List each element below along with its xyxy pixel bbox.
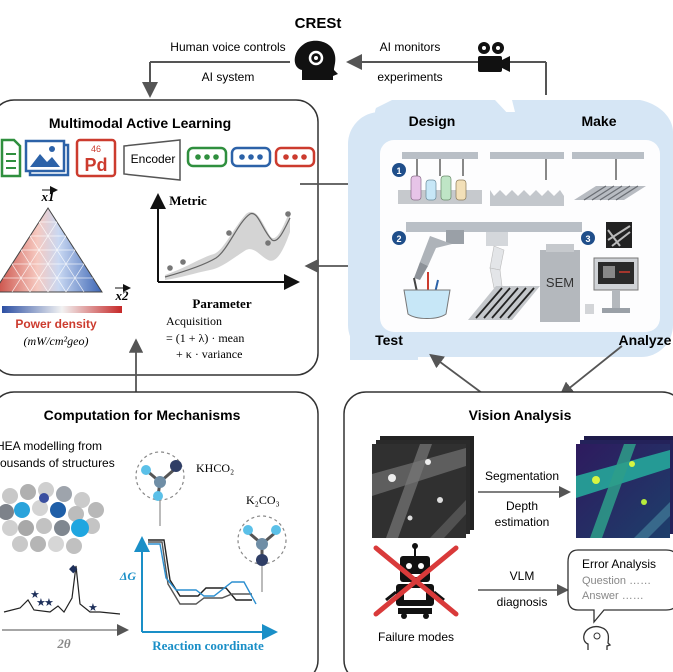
robot-arm-icon bbox=[414, 230, 464, 280]
second-robot-arm-icon bbox=[486, 232, 508, 289]
make-label: Make bbox=[581, 113, 616, 129]
colorbar bbox=[2, 306, 122, 313]
pd-number: 46 bbox=[91, 144, 101, 154]
khco2-label: KHCO₂ bbox=[196, 461, 234, 475]
unit-label: (mW/cm²geo) bbox=[24, 334, 89, 348]
failure-modes-label: Failure modes bbox=[378, 630, 454, 644]
acquisition-label: Acquisition bbox=[166, 314, 222, 328]
segmentation-image-stack bbox=[576, 436, 673, 538]
step-1-number: 1 bbox=[396, 166, 401, 176]
electrochemical-cell-icon bbox=[403, 272, 451, 319]
arrow-analyze-to-vision bbox=[559, 345, 623, 397]
experiments-label: experiments bbox=[377, 70, 442, 84]
step-3-badge bbox=[581, 231, 595, 245]
svg-text:★: ★ bbox=[36, 597, 46, 609]
vlm-label: VLM bbox=[510, 569, 535, 583]
hea-line2: thousands of structures bbox=[0, 456, 115, 470]
x1-label: x1 bbox=[41, 189, 55, 204]
reaction-coordinate-label: Reaction coordinate bbox=[152, 638, 264, 653]
k2co3-molecule-icon bbox=[237, 515, 287, 566]
segmentation-label: Segmentation bbox=[485, 469, 559, 483]
acquisition-formula-line3: + κ · variance bbox=[176, 347, 242, 361]
hea-line1: HEA modelling from bbox=[0, 439, 102, 453]
sem-label: SEM bbox=[546, 275, 574, 290]
bo-plot bbox=[150, 193, 300, 290]
khco2-molecule-icon bbox=[135, 451, 185, 501]
human-voice-label: Human voice controls bbox=[170, 40, 285, 54]
coating-station-icon bbox=[572, 152, 646, 201]
two-theta-label: 2θ bbox=[56, 636, 71, 651]
embedding-red-icon bbox=[274, 146, 316, 168]
answer-text: Answer …… bbox=[582, 590, 644, 602]
step-2-badge bbox=[392, 231, 406, 245]
error-analysis-bubble bbox=[567, 549, 673, 624]
svg-text:★: ★ bbox=[88, 602, 98, 614]
palladium-element-icon: 46 Pd bbox=[75, 138, 117, 178]
liquid-handler-icon bbox=[398, 152, 482, 204]
gantry-rail bbox=[406, 222, 582, 232]
sample-rack-icon bbox=[468, 286, 540, 320]
design-label: Design bbox=[409, 113, 456, 129]
ai-monitors-label: AI monitors bbox=[380, 40, 441, 54]
mal-title: Multimodal Active Learning bbox=[49, 115, 231, 131]
x2-label: x2 bbox=[115, 288, 130, 303]
test-label: Test bbox=[375, 332, 403, 348]
xrd-plot: ★ ★ ★ ★ ◆ bbox=[2, 563, 129, 636]
computer-monitor-icon bbox=[585, 257, 639, 314]
head-brain-outline-icon bbox=[583, 626, 612, 650]
sem-instrument-icon: SEM bbox=[540, 244, 580, 322]
pd-symbol: Pd bbox=[84, 155, 107, 175]
encoder-block: Encoder bbox=[123, 139, 181, 181]
power-density-label: Power density bbox=[15, 317, 97, 331]
sem-image-stack bbox=[372, 436, 474, 538]
vision-title: Vision Analysis bbox=[469, 407, 572, 423]
metric-label: Metric bbox=[169, 193, 207, 208]
arrow-vision-to-test bbox=[429, 353, 487, 397]
embedding-blue-icon bbox=[230, 146, 272, 168]
energy-diagram bbox=[134, 536, 278, 640]
document-icon bbox=[0, 138, 22, 178]
step-3-number: 3 bbox=[585, 234, 590, 244]
diagnosis-label: diagnosis bbox=[497, 595, 548, 609]
embedding-green-icon bbox=[186, 146, 228, 168]
ai-system-label: AI system bbox=[202, 70, 255, 84]
step-2-number: 2 bbox=[396, 234, 401, 244]
acquisition-formula-line2: = (1 + λ) · mean bbox=[166, 331, 244, 345]
analyze-label: Analyze bbox=[619, 332, 672, 348]
dispensing-station-icon bbox=[490, 152, 564, 206]
ternary-plot bbox=[0, 207, 103, 293]
svg-text:◆: ◆ bbox=[69, 563, 78, 575]
atom-cluster-icon bbox=[0, 482, 104, 554]
image-icon bbox=[24, 139, 70, 177]
estimation-label: estimation bbox=[495, 515, 550, 529]
encoder-label: Encoder bbox=[131, 152, 176, 166]
parameter-label: Parameter bbox=[192, 296, 251, 311]
svg-text:★: ★ bbox=[44, 597, 54, 609]
page-title: CRESt bbox=[295, 15, 342, 32]
comp-title: Computation for Mechanisms bbox=[44, 407, 241, 423]
delta-g-label: ΔG bbox=[119, 569, 137, 583]
depth-label: Depth bbox=[506, 499, 538, 513]
question-text: Question …… bbox=[582, 575, 651, 587]
svg-text:★: ★ bbox=[30, 589, 40, 601]
step-1-badge bbox=[392, 163, 406, 177]
camera-icon bbox=[478, 42, 510, 72]
error-analysis-title: Error Analysis bbox=[582, 557, 656, 571]
head-brain-icon bbox=[294, 40, 338, 80]
x-mark-icon bbox=[373, 545, 459, 617]
k2co3-label: K₂CO₃ bbox=[246, 493, 280, 507]
sem-image-icon bbox=[606, 222, 632, 248]
